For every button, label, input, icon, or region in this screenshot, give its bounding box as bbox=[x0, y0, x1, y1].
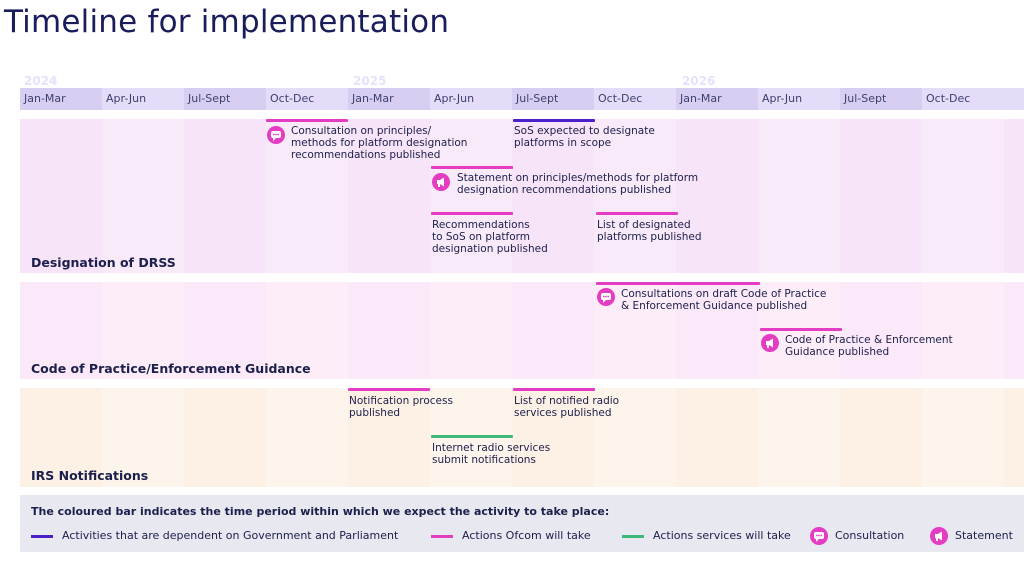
activity-text: Statement on principles/methods for plat… bbox=[457, 172, 699, 196]
column-shade bbox=[266, 119, 348, 273]
ofcom-activity-bar bbox=[596, 282, 760, 285]
activity-text: Notification process published bbox=[349, 395, 453, 419]
quarter-label: Jan-Mar bbox=[348, 88, 430, 110]
consultation-icon bbox=[810, 527, 828, 545]
band-irs-notifications bbox=[20, 388, 1024, 487]
legend-label: Statement bbox=[955, 529, 1013, 542]
activity-text: Consultation on principles/ methods for … bbox=[291, 125, 468, 161]
quarter-label: Jul-Sept bbox=[184, 88, 266, 110]
band-label: Designation of DRSS bbox=[31, 255, 176, 270]
quarter-label: Jul-Sept bbox=[512, 88, 594, 110]
ofcom-activity-bar bbox=[348, 388, 430, 391]
quarter-label: Apr-Jun bbox=[762, 92, 803, 105]
quarter-label: Oct-Dec bbox=[926, 92, 971, 105]
band-designation bbox=[20, 119, 1024, 273]
year-label: 2025 bbox=[353, 74, 387, 88]
legend-line-swatch bbox=[431, 535, 453, 538]
ofcom-activity-bar bbox=[431, 166, 513, 169]
legend: The coloured bar indicates the time peri… bbox=[20, 495, 1024, 552]
legend-label: Actions services will take bbox=[653, 529, 791, 542]
ofcom-activity-bar bbox=[596, 212, 678, 215]
column-shade bbox=[430, 282, 512, 379]
quarter-header-bar bbox=[20, 88, 1024, 110]
column-shade bbox=[922, 388, 1004, 487]
year-label: 2026 bbox=[682, 74, 716, 88]
column-shade bbox=[758, 119, 840, 273]
band-label: Code of Practice/Enforcement Guidance bbox=[31, 361, 311, 376]
column-shade bbox=[266, 388, 348, 487]
legend-line-swatch bbox=[622, 535, 644, 538]
ofcom-activity-bar bbox=[513, 388, 595, 391]
activity-text: Internet radio services submit notificat… bbox=[432, 442, 551, 466]
column-shade bbox=[594, 388, 676, 487]
ofcom-activity-bar bbox=[431, 212, 513, 215]
legend-label: Actions Ofcom will take bbox=[462, 529, 591, 542]
quarter-label: Jan-Mar bbox=[676, 88, 758, 110]
activity-text: Code of Practice & Enforcement Guidance … bbox=[785, 334, 953, 358]
column-shade bbox=[102, 119, 184, 273]
activity-text: List of notified radio services publishe… bbox=[514, 395, 620, 419]
services-activity-bar bbox=[431, 435, 513, 438]
quarter-label: Apr-Jun bbox=[434, 92, 475, 105]
page-title: Timeline for implementation bbox=[4, 4, 450, 40]
activity-text: Recommendations to SoS on platform desig… bbox=[432, 219, 548, 255]
legend-line-swatch bbox=[31, 535, 53, 538]
statement-icon bbox=[930, 527, 948, 545]
column-shade bbox=[266, 282, 348, 379]
column-shade bbox=[102, 388, 184, 487]
legend-label: Consultation bbox=[835, 529, 905, 542]
quarter-label: Jul-Sept bbox=[840, 88, 922, 110]
column-shade bbox=[102, 282, 184, 379]
statement-icon bbox=[761, 334, 779, 352]
quarter-label: Apr-Jun bbox=[106, 92, 147, 105]
activity-text: SoS expected to designate platforms in s… bbox=[514, 125, 655, 149]
ofcom-activity-bar bbox=[760, 328, 842, 331]
column-shade bbox=[594, 119, 676, 273]
legend-title: The coloured bar indicates the time peri… bbox=[31, 505, 610, 518]
band-code-of-practice bbox=[20, 282, 1024, 379]
government-activity-bar bbox=[513, 119, 595, 122]
consultation-icon bbox=[267, 126, 285, 144]
quarter-label: Oct-Dec bbox=[598, 92, 643, 105]
column-shade bbox=[430, 119, 512, 273]
activity-text: Consultations on draft Code of Practice … bbox=[621, 288, 827, 312]
ofcom-activity-bar bbox=[266, 119, 348, 122]
consultation-icon bbox=[597, 288, 615, 306]
activity-text: List of designated platforms published bbox=[597, 219, 702, 243]
legend-label: Activities that are dependent on Governm… bbox=[62, 529, 399, 542]
year-label: 2024 bbox=[24, 74, 58, 88]
column-shade bbox=[758, 388, 840, 487]
quarter-label: Oct-Dec bbox=[270, 92, 315, 105]
column-shade bbox=[922, 119, 1004, 273]
band-label: IRS Notifications bbox=[31, 468, 149, 483]
quarter-label: Jan-Mar bbox=[20, 88, 102, 110]
statement-icon bbox=[432, 173, 450, 191]
column-shade bbox=[922, 282, 1004, 379]
